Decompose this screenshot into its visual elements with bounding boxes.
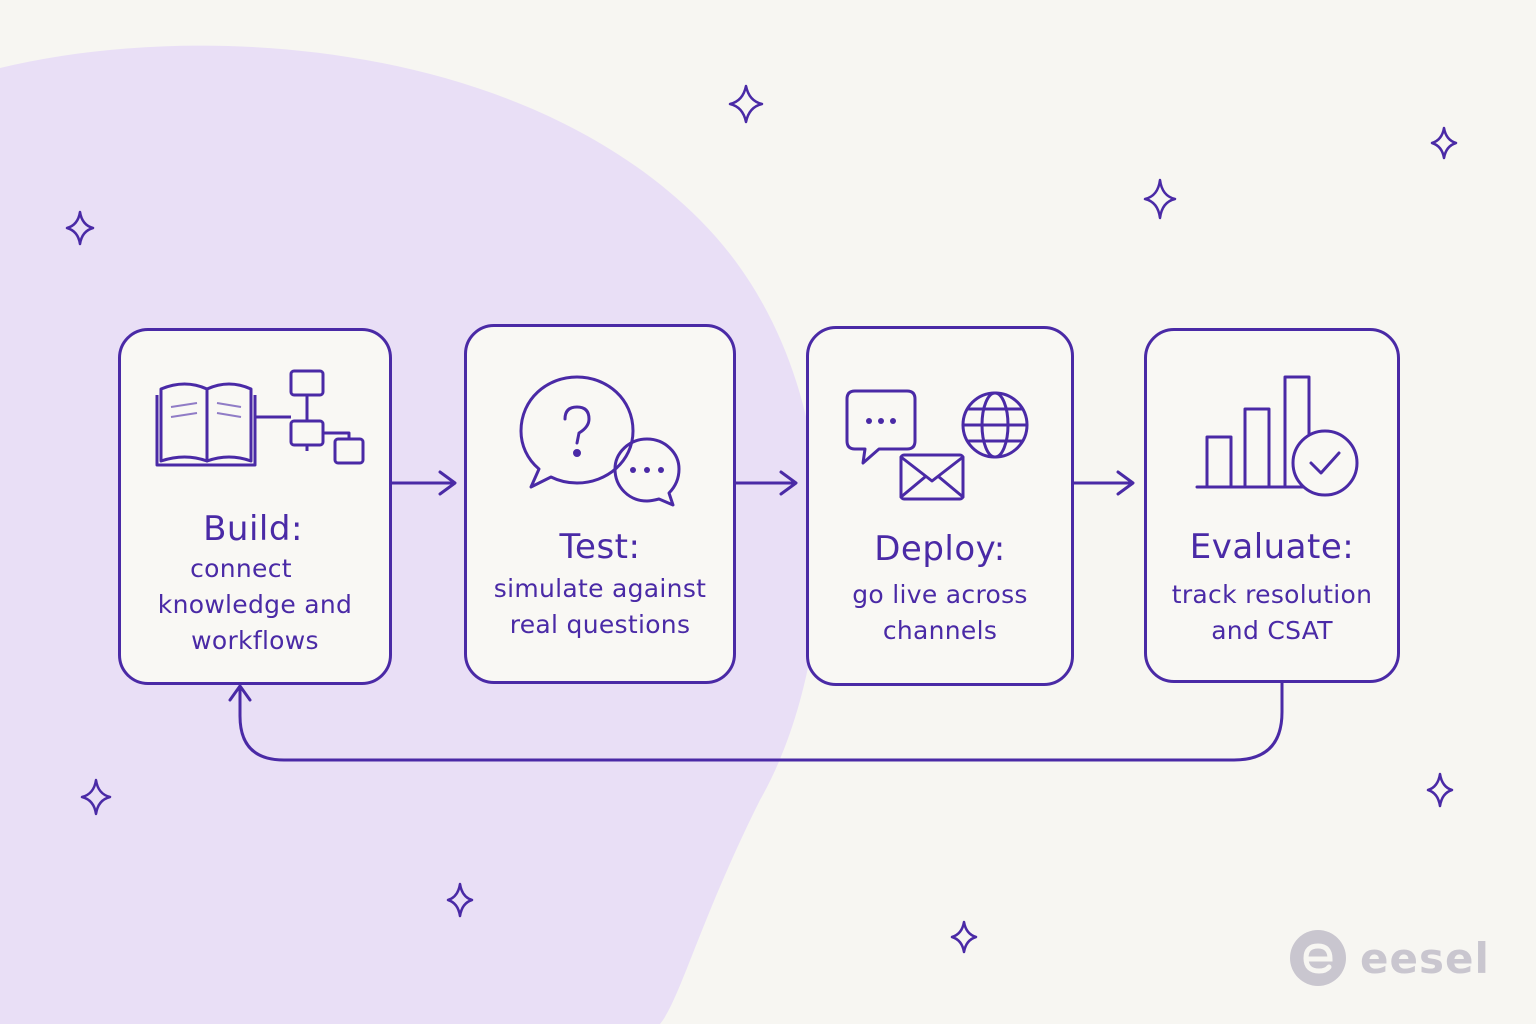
step-deploy-description: go live across channels bbox=[809, 577, 1071, 649]
sparkle-icon bbox=[728, 84, 764, 124]
book-flowchart-icon bbox=[155, 369, 365, 467]
chat-bubble-icon bbox=[845, 389, 917, 465]
step-evaluate-line-2: and CSAT bbox=[1211, 616, 1333, 645]
step-deploy-title: Deploy: bbox=[874, 529, 1006, 569]
lavender-blob bbox=[0, 45, 821, 1024]
step-test-line-1: simulate against bbox=[493, 574, 707, 603]
sparkle-icon bbox=[1143, 178, 1177, 220]
step-test-card: Test: simulate against real questions bbox=[464, 324, 736, 684]
sparkle-icon bbox=[1430, 126, 1458, 160]
step-evaluate-line-1: track resolution bbox=[1171, 580, 1373, 609]
eesel-logo-icon bbox=[1290, 930, 1346, 986]
arrow-build-to-test bbox=[390, 470, 457, 496]
sparkle-icon bbox=[446, 882, 474, 918]
eesel-brand: eesel bbox=[1288, 928, 1490, 988]
chart-bar bbox=[1243, 407, 1271, 489]
sparkles bbox=[65, 84, 1458, 954]
sparkle-icon bbox=[80, 778, 112, 816]
step-evaluate-card: Evaluate: track resolution and CSAT bbox=[1144, 328, 1400, 683]
feedback-loop-arrow bbox=[228, 680, 1284, 762]
bar-chart-check-icon bbox=[1195, 375, 1359, 497]
sparkle-icon bbox=[65, 210, 95, 246]
sparkle-icon bbox=[950, 920, 978, 954]
step-test-line-2: real questions bbox=[509, 610, 691, 639]
step-build-description: connect knowledge and workflows bbox=[121, 551, 389, 659]
step-evaluate-description: track resolution and CSAT bbox=[1147, 577, 1397, 649]
check-circle-icon bbox=[1291, 429, 1359, 497]
globe-icon bbox=[961, 391, 1029, 459]
sparkle-icon bbox=[1426, 772, 1454, 808]
brand-name: eesel bbox=[1360, 933, 1490, 983]
arrow-test-to-deploy bbox=[733, 470, 798, 496]
step-deploy-line-1: go live across bbox=[852, 580, 1028, 609]
step-test-title: Test: bbox=[559, 527, 641, 567]
step-evaluate-title: Evaluate: bbox=[1189, 527, 1355, 567]
step-test-description: simulate against real questions bbox=[467, 571, 733, 643]
step-build-line-2: knowledge and bbox=[157, 590, 353, 619]
chart-bar bbox=[1205, 435, 1233, 489]
step-build-card: Build: connect knowledge and workflows bbox=[118, 328, 392, 685]
connector-arrows bbox=[228, 470, 1284, 762]
arrow-deploy-to-evaluate bbox=[1072, 470, 1135, 496]
step-deploy-card: Deploy: go live across channels bbox=[806, 326, 1074, 686]
step-build-title: Build: bbox=[203, 509, 303, 549]
step-deploy-line-2: channels bbox=[882, 616, 998, 645]
question-chat-bubbles-icon bbox=[519, 375, 681, 507]
email-icon bbox=[899, 453, 965, 501]
step-build-line-3: workflows bbox=[191, 626, 319, 655]
step-build-line-1: connect bbox=[190, 554, 292, 583]
chat-email-globe-icon bbox=[845, 389, 1029, 501]
